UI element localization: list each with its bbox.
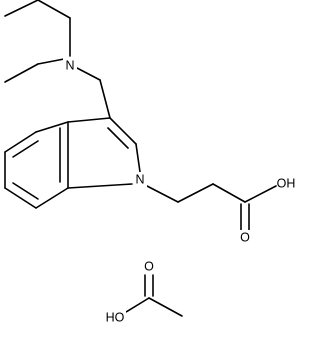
bond-c3a-c4 (35, 121, 69, 133)
bond-c3-c2 (109, 117, 137, 145)
bond-n1-c7a (67, 183, 133, 189)
bond-ethyl1-ch3 (4, 0, 39, 17)
bond-ethyl2-ch3 (4, 63, 39, 83)
diethylamino-group (4, 0, 111, 119)
bond-c3-c2-inner (107, 127, 129, 149)
bond-n-methylene (76, 67, 101, 81)
acid-carbonyl-oxygen-label: O (240, 231, 250, 245)
bond-c6-c7-inner (12, 182, 39, 200)
bond-c7-c7a (35, 187, 69, 209)
bond-n1-ch2a (146, 185, 179, 203)
bond-acetic-ho (125, 297, 150, 313)
bond-ch2b-cooh (212, 183, 246, 203)
bond-ethyl1-ch2 (37, 0, 71, 19)
chemical-structure-diagram: N N OH O O HO (4, 0, 298, 325)
indole-nitrogen-label: N (135, 173, 144, 187)
bond-c2-n1 (135, 143, 141, 173)
bond-ethyl2-ch2 (37, 58, 65, 65)
indole-pyrrole-ring (67, 117, 141, 189)
bond-acetic-ch3 (148, 297, 183, 317)
bond-cooh-oh (244, 185, 277, 203)
indole-benzene-ring (4, 121, 69, 209)
bond-c4-c5-inner (12, 140, 39, 158)
acetic-carbonyl-oxygen-label: O (144, 260, 154, 274)
atom-labels: N N OH O O HO (63, 58, 298, 325)
acetic-hydroxyl-label: HO (106, 311, 125, 325)
acid-hydroxyl-label: OH (277, 177, 296, 191)
bond-ch2a-ch2b (177, 183, 214, 203)
bond-c4-c5 (4, 131, 37, 153)
bond-c6-c7 (4, 187, 37, 209)
propanoic-acid-chain (146, 183, 277, 231)
bond-c3a-c3 (67, 117, 111, 123)
amine-nitrogen-label: N (65, 59, 74, 73)
acetic-acid-molecule (125, 274, 183, 317)
bond-methylene-c3 (99, 79, 111, 119)
